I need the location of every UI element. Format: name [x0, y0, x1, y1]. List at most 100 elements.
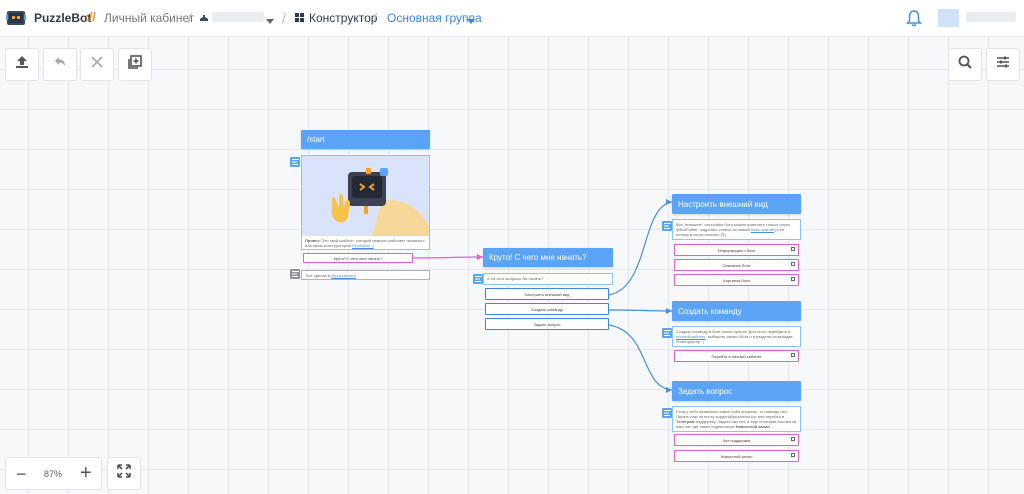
where-start-button-1[interactable]: Создать команду [485, 303, 609, 315]
question-button-0[interactable]: Чат поддержки [674, 434, 799, 446]
connector-line [412, 256, 484, 259]
appearance-button-2[interactable]: Картинка бота [674, 274, 799, 286]
expand-icon [117, 464, 131, 483]
zoom-out-button[interactable]: − [16, 464, 27, 484]
external-link-icon [791, 453, 795, 457]
start-text-bold: Привет! [305, 238, 321, 243]
group-selector[interactable]: Основная группа [387, 11, 482, 25]
puzzlebot-logo[interactable] [6, 8, 26, 28]
appearance-button-label: Картинка бота [723, 277, 750, 283]
message-icon[interactable] [290, 269, 300, 279]
zoom-control: − 87% + [5, 457, 102, 490]
command-message[interactable]: Создать команду в боте очень просто! Для… [672, 326, 801, 347]
appearance-link[interactable]: базы знаний [750, 227, 775, 232]
chevron-down-icon[interactable] [266, 14, 274, 28]
breadcrumb-cabinet[interactable]: Личный кабинет [104, 11, 195, 25]
breadcrumb-slash: / [188, 10, 192, 26]
delete-button[interactable] [80, 48, 114, 81]
user-avatar[interactable] [938, 9, 959, 27]
sliders-icon [995, 54, 1011, 75]
zoom-level: 87% [44, 469, 63, 479]
grid-icon [295, 12, 305, 26]
connector-line [608, 309, 673, 312]
upload-icon [14, 54, 30, 75]
add-block-icon [127, 54, 143, 75]
where-start-button-2[interactable]: Задать вопрос [485, 318, 609, 330]
user-name[interactable] [966, 12, 1016, 22]
start-footer[interactable]: Бот сделан в @puzzlebotru [301, 270, 430, 280]
brand-name[interactable]: PuzzleBot [34, 11, 92, 25]
arrowhead [666, 308, 672, 314]
breadcrumb-slash: / [373, 10, 377, 26]
search-button[interactable] [948, 48, 982, 81]
arrowhead [666, 387, 672, 393]
upload-button[interactable] [5, 48, 39, 81]
appearance-text: Все "внешние" настройки бота можно помен… [676, 222, 790, 232]
question-button-label: Новостной канал [720, 453, 753, 459]
command-text-post: , выберите своего бота и в разделе на вк… [676, 334, 793, 344]
question-text-bold: Телеграм [676, 419, 695, 424]
arrowhead [477, 254, 483, 260]
command-button-label: Перейти в личный кабинет [711, 353, 762, 359]
chevron-down-icon[interactable] [467, 14, 475, 28]
question-text-post: -поддержку. Задать нас нет, а еще полезн… [676, 419, 797, 429]
settings-button[interactable] [986, 48, 1020, 81]
connector-lines [412, 199, 673, 393]
start-text-rest: Это твой шаблон, который немного работае… [305, 238, 425, 248]
zoom-in-button[interactable]: + [80, 462, 92, 484]
start-footer-link[interactable]: @puzzlebotru [331, 273, 356, 278]
message-icon[interactable] [662, 328, 672, 338]
start-text-link[interactable]: PuzzleBot :) [352, 243, 374, 248]
external-link-icon [791, 262, 795, 266]
breadcrumb-constructor[interactable]: Конструктор [309, 11, 378, 25]
node-where-start-title[interactable]: Круто! С чего мне начать? [483, 248, 613, 267]
connector-line [608, 201, 673, 296]
where-start-button-0[interactable]: Настроить внешний вид [485, 288, 609, 300]
constructor-canvas[interactable]: /start Привет! Это твой шаблон, который … [0, 37, 1024, 494]
close-icon [90, 55, 104, 74]
node-start-message[interactable]: Привет! Это твой шаблон, который немного… [301, 155, 430, 250]
bot-avatar-icon [199, 12, 209, 26]
appearance-button-0[interactable]: Информация о боте [674, 244, 799, 256]
command-button-0[interactable]: Перейти в личный кабинет [674, 350, 799, 362]
appearance-button-1[interactable]: Описание бота [674, 259, 799, 271]
question-button-label: Чат поддержки [722, 437, 751, 443]
breadcrumb-slash: / [282, 10, 286, 26]
node-command-title[interactable]: Создать команду [672, 301, 801, 321]
external-link-icon [791, 277, 795, 281]
search-icon [957, 54, 973, 75]
question-button-1[interactable]: Новостной канал [674, 450, 799, 462]
undo-icon [52, 54, 68, 75]
appearance-button-label: Описание бота [722, 262, 751, 268]
where-start-message[interactable]: А на чего вопросы бы начать? [483, 273, 613, 285]
start-message-text: Привет! Это твой шаблон, который немного… [302, 236, 429, 249]
connector-line [608, 324, 673, 391]
fit-screen-button[interactable] [107, 457, 141, 490]
message-icon[interactable] [473, 274, 483, 284]
question-message[interactable]: Если у тебя появились какие-либо вопросы… [672, 406, 801, 432]
question-text: Если у тебя появились какие-либо вопросы… [676, 409, 788, 419]
node-question-title[interactable]: Задать вопрос [672, 381, 801, 401]
bell-icon[interactable] [905, 10, 923, 27]
start-footer-text: Бот сделан в [306, 273, 332, 278]
command-text: Создать команду в боте очень просто! Для… [676, 329, 791, 334]
undo-button[interactable] [43, 48, 77, 81]
add-block-button[interactable] [118, 48, 152, 81]
message-icon[interactable] [290, 157, 300, 167]
appearance-message[interactable]: Все "внешние" настройки бота можно помен… [672, 219, 801, 240]
appearance-text-post: (я ее оплачу и итоги полезно 😉) [676, 227, 785, 237]
external-link-icon [791, 353, 795, 357]
node-appearance-title[interactable]: Настроить внешний вид [672, 194, 801, 214]
command-link[interactable]: личный кабинет [676, 334, 706, 339]
arrowhead [666, 199, 672, 205]
question-text-bold2: Новостной канал [735, 424, 770, 429]
top-bar: PuzzleBot :// Личный кабинет / / Констру… [0, 0, 1024, 37]
node-start-title[interactable]: /start [301, 130, 430, 149]
start-button[interactable]: Круто! С чего мне начать? [303, 253, 413, 263]
appearance-button-label: Информация о боте [717, 247, 756, 253]
message-icon[interactable] [662, 221, 672, 231]
external-link-icon [791, 437, 795, 441]
start-illustration [302, 156, 429, 236]
bot-selector[interactable] [212, 12, 264, 22]
message-icon[interactable] [662, 408, 672, 418]
